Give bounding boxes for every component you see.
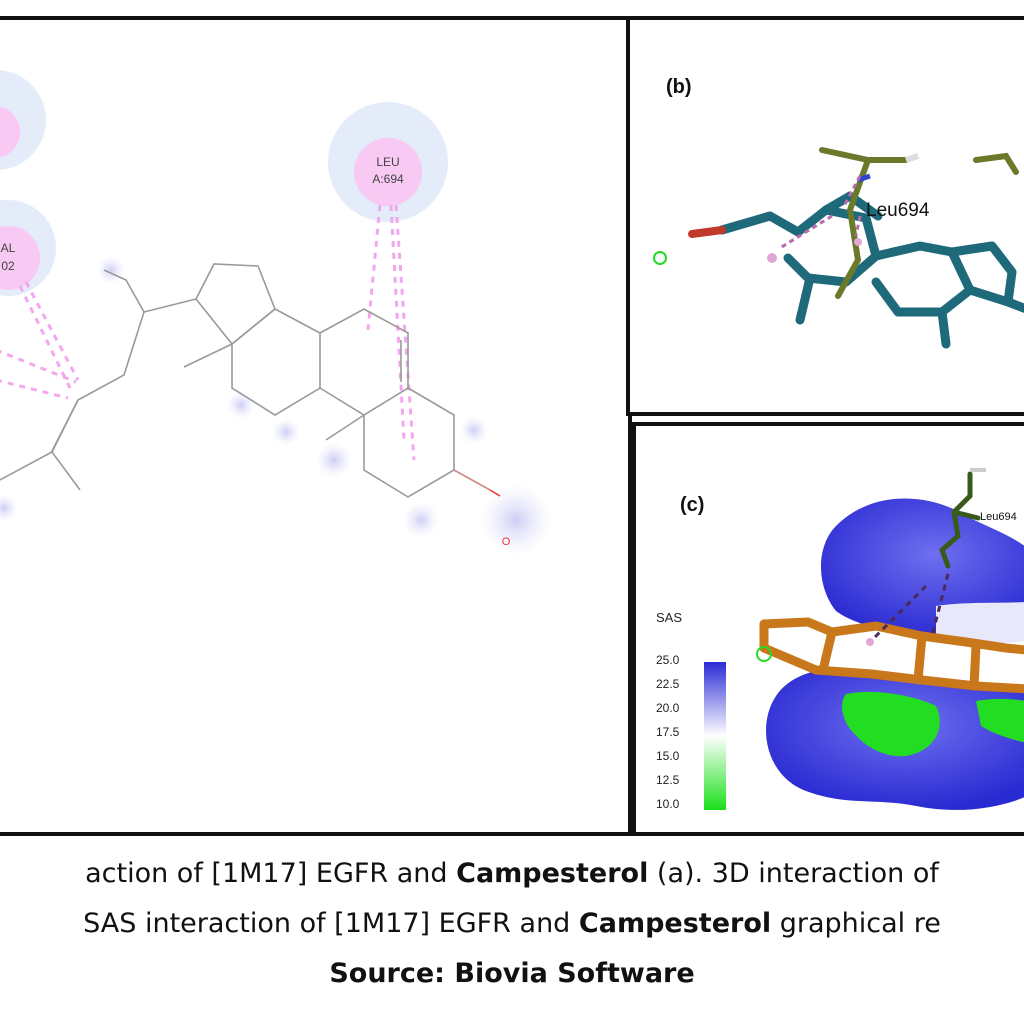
caption-text: SAS interaction of [1M17] EGFR and — [83, 908, 579, 939]
residue-val702-disc — [0, 226, 40, 290]
leu694-nitrogen — [857, 173, 871, 183]
leu694-residue-sticks — [939, 471, 981, 569]
ring-centroid-1 — [767, 253, 777, 263]
sas-tick: 25.0 — [656, 653, 680, 667]
sas-legend-title: SAS — [656, 610, 682, 625]
panel-a-2d-interaction: LEU A:694 AL 02 — [0, 16, 632, 836]
leu694-hydrogen — [905, 153, 919, 163]
panel-b-3d-interaction: (b) Leu694 — [626, 16, 1024, 416]
surface-green-patch — [842, 691, 940, 757]
panel-c-sas-surface: (c) — [632, 422, 1024, 836]
residue-leu694-disc — [354, 138, 422, 206]
residue-top-disc — [0, 106, 20, 158]
caption-text: action of [1M17] EGFR and — [85, 858, 457, 889]
caption-line-1: action of [1M17] EGFR and Campesterol (a… — [0, 858, 1024, 889]
sas-tick: 22.5 — [656, 677, 680, 691]
hydroxyl-hydrogen-marker — [653, 251, 667, 265]
sas-tick: 12.5 — [656, 773, 680, 787]
leu694-residue-sticks — [819, 147, 1019, 299]
ring-centroid-1 — [866, 638, 874, 646]
sas-tick: 20.0 — [656, 701, 680, 715]
sas-colorbar — [704, 662, 726, 810]
pi-alkyl-interactions — [779, 175, 862, 250]
sas-tick: 15.0 — [656, 749, 680, 763]
hydroxyl-bond — [688, 226, 726, 238]
residue-leu694-name: LEU — [376, 155, 399, 169]
residue-val702-id: 02 — [1, 259, 15, 273]
sas-tick: 10.0 — [656, 797, 680, 811]
panel-c-label: (c) — [680, 494, 705, 516]
caption-text: graphical re — [771, 908, 941, 939]
hydroxyl-oxygen-label: O — [502, 536, 511, 548]
residue-leu694-id: A:694 — [372, 172, 404, 186]
solvent-exposure-halos — [0, 256, 552, 556]
sas-legend-ticks: 25.0 22.5 20.0 17.5 15.0 12.5 10.0 — [656, 653, 680, 811]
hydroxyl-hydrogen-marker — [756, 646, 772, 662]
residue-val702-name: AL — [1, 241, 16, 255]
pi-alkyl-interactions — [870, 573, 950, 642]
interaction-2d-diagram: LEU A:694 AL 02 — [0, 70, 552, 556]
leu694-label: Leu694 — [980, 511, 1017, 523]
caption-compound: Campesterol — [578, 908, 772, 939]
campesterol-skeleton — [0, 263, 501, 498]
caption-compound: Campesterol — [456, 858, 649, 889]
caption-source: Source: Biovia Software — [329, 958, 695, 989]
surface-green-patch-right — [976, 698, 1024, 743]
panel-b-label: (b) — [666, 76, 692, 98]
hydrophobic-interaction-lines — [0, 204, 416, 461]
caption-text: (a). 3D interaction of — [648, 858, 939, 889]
surface-white-patch — [936, 602, 1024, 644]
ligand-3d-view: Leu694 — [653, 147, 1024, 349]
ring-centroid-2 — [854, 238, 862, 246]
sas-tick: 17.5 — [656, 725, 680, 739]
sas-surface-view: Leu694 SAS 25.0 22.5 20.0 17.5 15.0 12.5… — [656, 468, 1024, 811]
caption-line-2: SAS interaction of [1M17] EGFR and Campe… — [0, 908, 1024, 939]
campesterol-3d-sticks-orange — [759, 617, 1024, 694]
leu694-label: Leu694 — [866, 200, 930, 221]
